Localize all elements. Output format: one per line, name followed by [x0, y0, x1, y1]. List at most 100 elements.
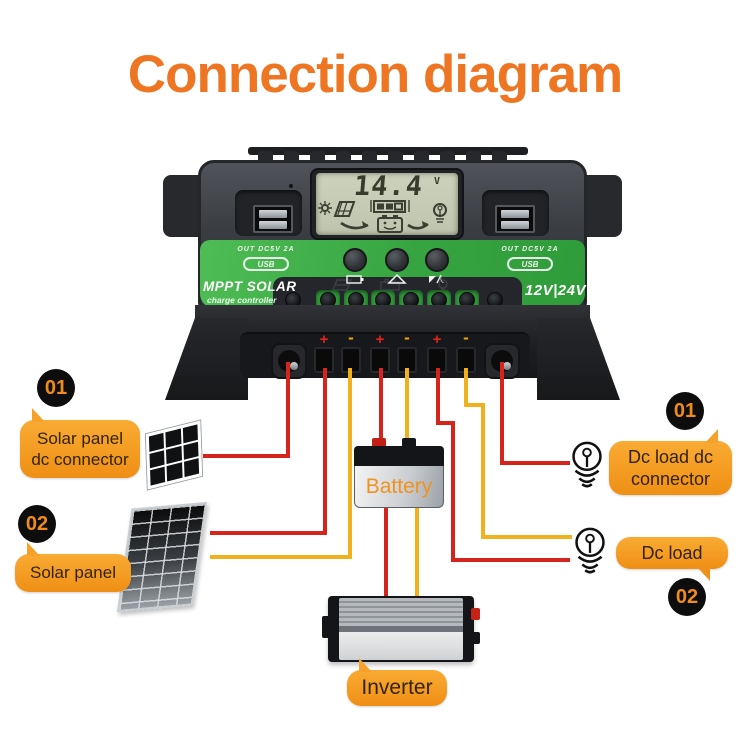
brand-title: MPPT SOLAR [203, 279, 297, 294]
inverter-positive-terminal [471, 608, 480, 620]
lcd-voltage-value: 14.4 [352, 171, 425, 202]
inverter-negative-terminal [471, 632, 480, 644]
dc-jack-solar[interactable] [271, 343, 307, 379]
usb-port-right[interactable] [495, 205, 535, 233]
battery-positive-terminal [372, 438, 386, 447]
charge-controller: 14.4 V [163, 145, 622, 402]
terminal-mark-minus: - [348, 328, 354, 347]
battery-negative-terminal [402, 438, 416, 447]
inverter-face [339, 632, 463, 660]
foot-left [165, 318, 248, 400]
wire-dc-load-connector-v [500, 362, 504, 465]
wire-solar-connector-v [286, 362, 290, 458]
arrow-right-icon [407, 221, 429, 230]
badge-01-right: 01 [666, 392, 704, 430]
usb-contact [259, 210, 287, 218]
wire-battery-negative [405, 368, 409, 447]
wire-load-positive-h2 [451, 558, 570, 562]
bubble-tail [27, 542, 40, 556]
usb-out-label-left: OUT DC5V 2A [237, 246, 295, 253]
wire-load-negative-h1 [464, 403, 485, 407]
callout-line: Solar panel [29, 563, 116, 583]
brand-subtitle: charge controller [207, 295, 277, 305]
wire-load-negative-v1 [464, 368, 468, 407]
lamp-icon [433, 203, 447, 223]
wire-load-negative-h2 [481, 535, 572, 539]
callout-dc-load-dc-connector: Dc load dc connector [609, 429, 732, 495]
usb-logo-right: USB [507, 257, 553, 271]
wire-load-negative-v2 [481, 403, 485, 539]
wire-load-positive-h1 [436, 421, 455, 425]
battery-top-band [354, 446, 444, 466]
sun-icon [318, 201, 332, 215]
dc-load-bulb-icon [575, 527, 605, 574]
battery-gauge-icon [370, 200, 410, 213]
terminal-mark-plus: + [375, 331, 385, 348]
select-button[interactable] [385, 248, 409, 272]
callout-line: Inverter [361, 675, 433, 699]
callout-line: Solar panel [36, 428, 123, 448]
inverter-strip [339, 626, 463, 632]
usb-contact [501, 221, 529, 229]
battery-status-icon [377, 215, 403, 233]
wire-pv-positive-v [323, 368, 327, 535]
usb-port-left[interactable] [253, 205, 293, 233]
page-title: Connection diagram [127, 45, 623, 104]
warning-triangle-icon [387, 274, 407, 284]
large-solar-panel-icon [116, 501, 208, 613]
indicator-dot [289, 184, 293, 188]
badge-02-left: 02 [18, 505, 56, 543]
callout-line: dc connector [31, 450, 129, 469]
battery-label: Battery [365, 474, 433, 498]
jack-hole [491, 350, 513, 372]
lcd-voltage-unit: V [434, 176, 441, 187]
terminal-mark-minus: - [404, 328, 410, 347]
wire-pv-negative-h [210, 555, 352, 559]
lcd-screen: 14.4 V [316, 171, 458, 235]
lcd-status-icons [318, 200, 447, 233]
badge-01-left: 01 [37, 369, 75, 407]
wire-load-positive-v1 [436, 368, 440, 425]
inverter-heatsink [339, 598, 463, 626]
terminal-mark-plus: + [432, 331, 442, 348]
inverter-body [339, 598, 463, 660]
dc-load-connector-bulb-icon [572, 441, 602, 488]
signal-moon-icon [429, 274, 445, 284]
foot-right [537, 318, 620, 400]
wire-load-positive-v2 [451, 421, 455, 562]
wire-solar-connector-h [203, 454, 290, 458]
usb-contact [501, 210, 529, 218]
wire-pv-negative-v [348, 368, 352, 559]
callout-line: connector [630, 469, 711, 489]
bubble-tail [697, 567, 710, 581]
bubble-tail [359, 658, 372, 672]
badge-02-right: 02 [668, 578, 706, 616]
usb-logo-left: USB [243, 257, 289, 271]
inverter-component [322, 596, 480, 662]
callout-solar-panel-dc-connector: Solar panel dc connector [20, 408, 140, 478]
wire-dc-load-connector-h [500, 461, 570, 465]
usb-contact [259, 221, 287, 229]
battery-body: Battery [354, 466, 444, 508]
usb-out-label-right: OUT DC5V 2A [501, 246, 559, 253]
arrow-right-icon [340, 221, 369, 230]
bulb-icon [438, 279, 448, 290]
callout-line: Dc load [641, 542, 703, 563]
battery-component: Battery [354, 438, 444, 508]
terminal-mark-plus: + [319, 331, 329, 348]
mode-button[interactable] [425, 248, 449, 272]
wire-battery-inverter-red [384, 507, 388, 599]
wire-pv-positive-h [210, 531, 327, 535]
battery-icon [346, 275, 364, 284]
callout-dc-load: Dc load [616, 537, 728, 581]
menu-button[interactable] [343, 248, 367, 272]
jack-hole [278, 350, 300, 372]
callout-inverter: Inverter [347, 658, 447, 706]
solar-panel-icon [333, 201, 356, 217]
callout-line: Dc load dc [627, 446, 714, 467]
small-solar-panel-icon [145, 420, 203, 490]
voltage-rating-label: 12V|24V [524, 282, 586, 299]
wire-battery-positive [379, 368, 383, 448]
bubble-tail [705, 429, 718, 443]
